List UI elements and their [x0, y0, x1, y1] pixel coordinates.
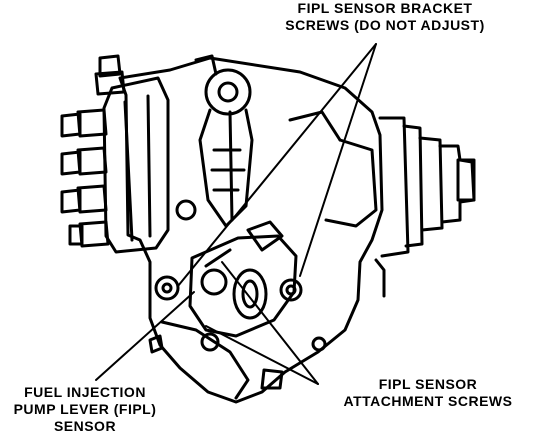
label-fipl-sensor-line3: SENSOR	[53, 418, 117, 434]
throttle-lever	[194, 54, 254, 228]
injection-fittings	[60, 54, 126, 248]
lower-cover	[148, 199, 327, 400]
pump-body	[118, 56, 384, 404]
label-attachment-screws-line1: FIPL SENSOR	[378, 376, 478, 392]
drive-end	[374, 116, 476, 298]
leader-lines	[95, 43, 377, 385]
label-bracket-screws-line1: FIPL SENSOR BRACKET	[297, 0, 473, 16]
label-attachment-screws-line2: ATTACHMENT SCREWS	[343, 393, 513, 409]
label-fipl-sensor-line1: FUEL INJECTION	[24, 384, 146, 400]
fipl-sensor-housing	[188, 220, 298, 338]
bracket-screws	[154, 275, 303, 302]
hydraulic-head	[102, 76, 170, 254]
label-fipl-sensor: FUEL INJECTION PUMP LEVER (FIPL) SENSOR	[0, 384, 170, 435]
label-bracket-screws: FIPL SENSOR BRACKET SCREWS (DO NOT ADJUS…	[262, 0, 508, 34]
label-fipl-sensor-line2: PUMP LEVER (FIPL)	[13, 401, 157, 417]
side-bracket	[324, 138, 378, 228]
label-attachment-screws: FIPL SENSOR ATTACHMENT SCREWS	[324, 376, 532, 410]
label-bracket-screws-line2: SCREWS (DO NOT ADJUST)	[285, 17, 485, 33]
